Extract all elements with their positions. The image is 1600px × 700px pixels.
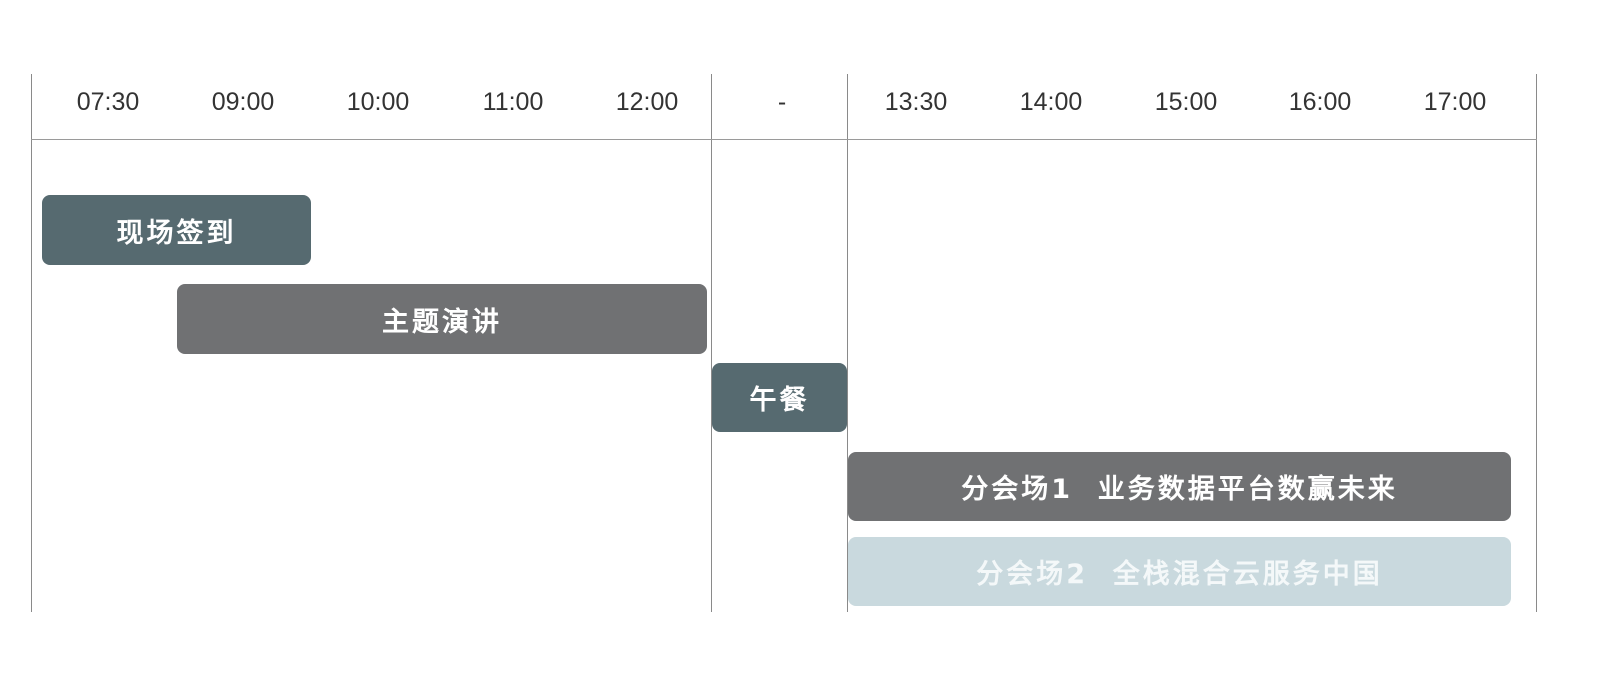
header-divider: [31, 139, 1537, 140]
grid-divider-lunch-start: [711, 74, 712, 612]
time-label: 07:30: [76, 88, 140, 116]
session-checkin: 现场签到: [42, 195, 311, 265]
time-label: 13:30: [884, 88, 948, 116]
time-label: 14:00: [1019, 88, 1083, 116]
time-label: 16:00: [1288, 88, 1352, 116]
grid-right-border: [1536, 74, 1537, 612]
grid-left-border: [31, 74, 32, 612]
session-breakout-1: 分会场1 业务数据平台数赢未来: [848, 452, 1511, 521]
time-label: 11:00: [482, 88, 544, 116]
time-label: 15:00: [1154, 88, 1218, 116]
time-label: 10:00: [346, 88, 410, 116]
break-label: -: [777, 88, 787, 116]
grid-divider-lunch-end: [847, 74, 848, 612]
time-label: 12:00: [615, 88, 679, 116]
session-keynote: 主题演讲: [177, 284, 707, 354]
time-label: 09:00: [211, 88, 275, 116]
session-breakout-2: 分会场2 全栈混合云服务中国: [848, 537, 1511, 606]
time-label: 17:00: [1423, 88, 1487, 116]
session-lunch: 午餐: [712, 363, 847, 432]
